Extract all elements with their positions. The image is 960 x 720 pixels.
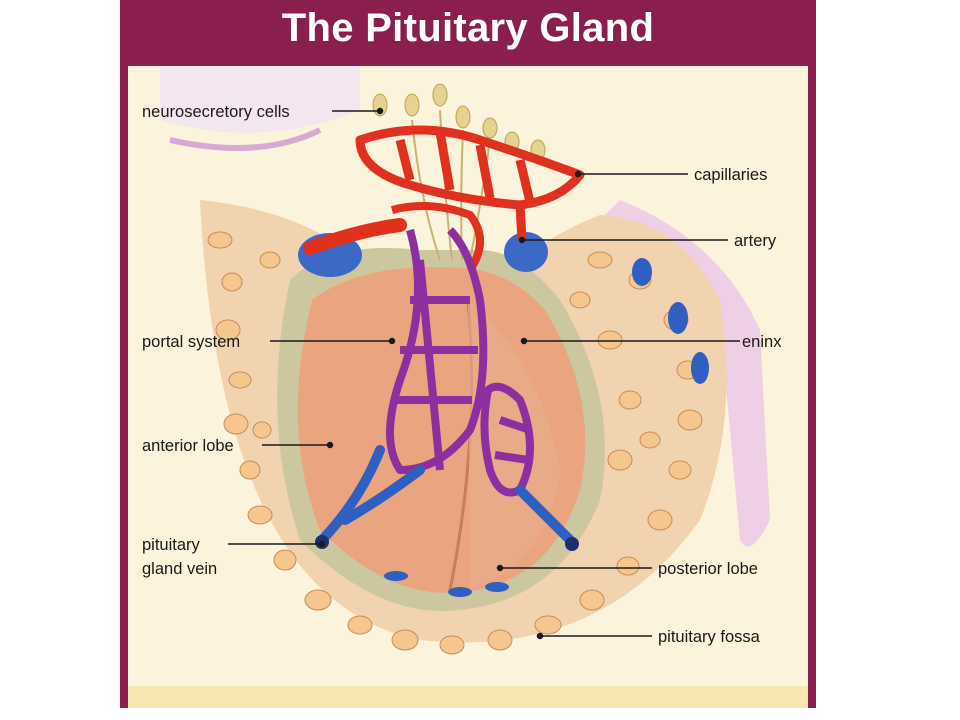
artery-branch: [390, 202, 484, 273]
gland-vein-end-right: [565, 537, 579, 551]
label-neurosecretory-cells: neurosecretory cells: [142, 103, 290, 121]
label-portal-system: portal system: [142, 333, 240, 351]
sinus-veins: [384, 258, 709, 597]
leader-lines: [228, 107, 740, 640]
gland-veins: [317, 445, 577, 547]
brain-tissue: [160, 66, 360, 133]
diagram-title: The Pituitary Gland: [281, 6, 655, 50]
capillary-network: [355, 125, 585, 241]
label-pituitary-fossa: pituitary fossa: [658, 628, 761, 646]
bottom-strip: [128, 686, 808, 708]
label-pituitary-gland-vein-line1: pituitary: [142, 536, 201, 554]
right-membrane: [600, 200, 770, 547]
posterior-lobe-shape: [468, 300, 560, 590]
label-anterior-lobe: anterior lobe: [142, 437, 234, 455]
side-vein-right: [504, 232, 548, 272]
label-capillaries: capillaries: [694, 166, 767, 184]
label-meninx: eninx: [742, 333, 782, 351]
label-posterior-lobe: posterior lobe: [658, 560, 758, 578]
brain-membrane: [169, 127, 322, 151]
label-artery: artery: [734, 232, 777, 250]
label-pituitary-gland-vein-line2: gland vein: [142, 560, 217, 578]
artery-vessel-left: [303, 218, 407, 255]
